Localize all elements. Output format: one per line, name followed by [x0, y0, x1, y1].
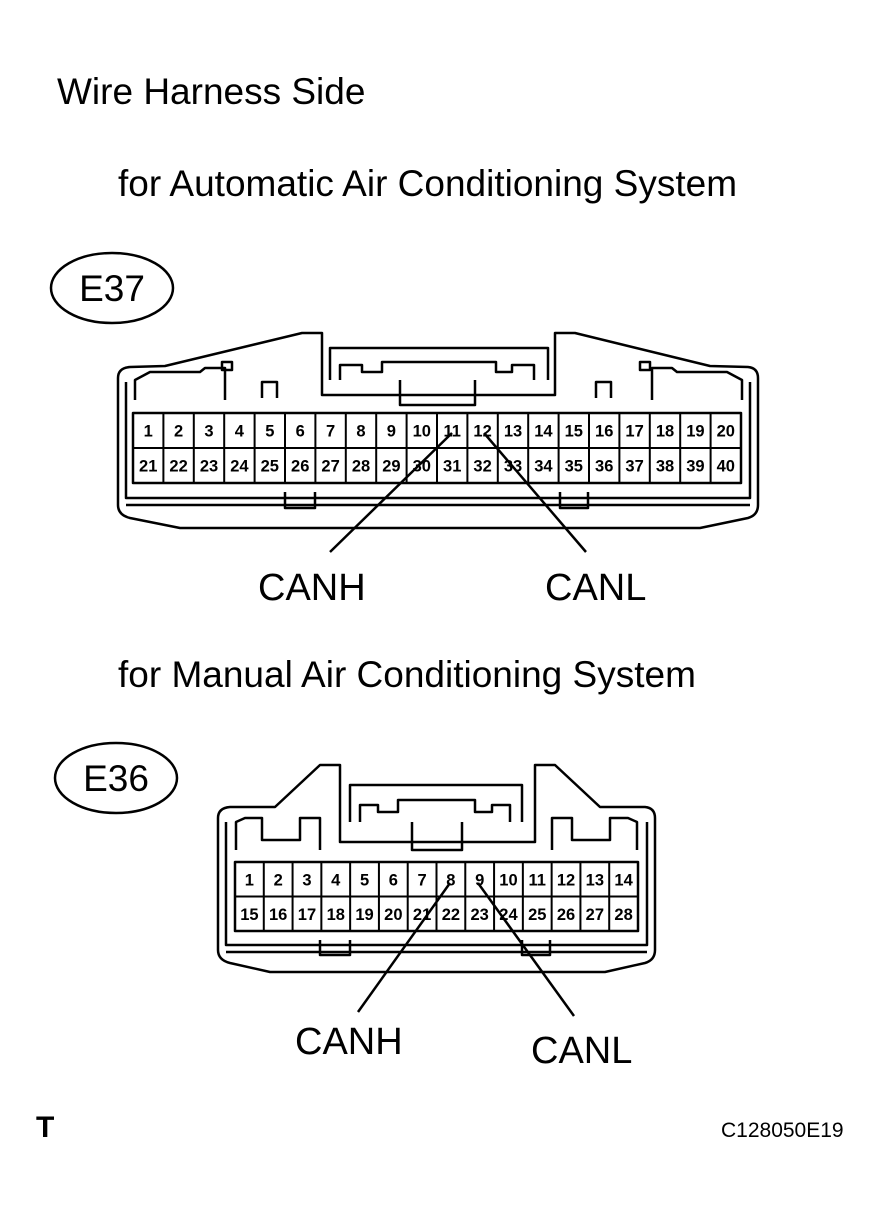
pin-number-e36-4: 4	[331, 871, 341, 889]
pin-number-e37-31: 31	[443, 458, 461, 476]
pin-number-e37-9: 9	[387, 423, 396, 441]
pin-number-e36-9: 9	[475, 871, 484, 889]
pin-number-e37-32: 32	[473, 458, 491, 476]
canh-leader-e36	[356, 882, 452, 1013]
e37-connector-housing	[116, 331, 760, 530]
pin-number-e36-22: 22	[442, 906, 460, 924]
pin-number-e36-6: 6	[389, 871, 398, 889]
pin-number-e37-8: 8	[356, 423, 365, 441]
canh-leader-e37	[329, 432, 453, 553]
pin-number-e37-11: 11	[443, 423, 460, 441]
canh-label-e37: CANH	[258, 567, 366, 609]
pin-number-e37-30: 30	[413, 458, 431, 476]
pin-number-e36-17: 17	[298, 906, 316, 924]
pin-number-e37-40: 40	[717, 458, 735, 476]
e37-badge	[49, 251, 175, 325]
pin-number-e37-17: 17	[625, 423, 643, 441]
pin-number-e37-6: 6	[296, 423, 305, 441]
e36-connector-housing	[216, 763, 657, 974]
canh-label-e36: CANH	[295, 1021, 403, 1063]
pin-number-e37-39: 39	[686, 458, 704, 476]
pin-number-e37-13: 13	[504, 423, 522, 441]
pin-number-e37-10: 10	[413, 423, 431, 441]
pin-number-e36-24: 24	[499, 906, 518, 924]
pin-number-e36-11: 11	[529, 871, 546, 889]
pin-number-e37-14: 14	[534, 423, 553, 441]
pin-number-e36-3: 3	[302, 871, 311, 889]
figure-code: C128050E19	[721, 1119, 844, 1142]
pin-number-e37-1: 1	[144, 423, 153, 441]
pin-number-e37-25: 25	[261, 458, 279, 476]
pin-number-e36-16: 16	[269, 906, 287, 924]
pin-number-e37-28: 28	[352, 458, 370, 476]
pin-number-e37-3: 3	[204, 423, 213, 441]
pin-number-e37-35: 35	[565, 458, 583, 476]
pin-number-e36-7: 7	[418, 871, 427, 889]
pin-number-e36-28: 28	[614, 906, 632, 924]
pin-number-e36-19: 19	[355, 906, 373, 924]
pin-number-e37-5: 5	[265, 423, 274, 441]
pin-number-e36-25: 25	[528, 906, 546, 924]
pin-number-e37-37: 37	[625, 458, 643, 476]
pin-number-e37-33: 33	[504, 458, 522, 476]
pin-number-e37-24: 24	[230, 458, 249, 476]
pin-number-e37-27: 27	[321, 458, 339, 476]
pin-number-e36-21: 21	[413, 906, 431, 924]
e36-badge-label: E36	[83, 758, 149, 799]
footer-mark: T	[36, 1111, 55, 1144]
pin-number-e37-4: 4	[235, 423, 245, 441]
section-heading-automatic: for Automatic Air Conditioning System	[118, 163, 738, 204]
pin-number-e36-20: 20	[384, 906, 402, 924]
pin-number-e37-20: 20	[717, 423, 735, 441]
section-heading-manual: for Manual Air Conditioning System	[118, 654, 696, 695]
canl-label-e36: CANL	[531, 1030, 633, 1072]
pin-number-e36-27: 27	[586, 906, 604, 924]
pin-number-e37-19: 19	[686, 423, 704, 441]
canl-label-e37: CANL	[545, 567, 647, 609]
pin-number-e36-2: 2	[274, 871, 283, 889]
page-title: Wire Harness Side	[57, 71, 366, 112]
pin-number-e36-13: 13	[586, 871, 604, 889]
pin-number-e36-5: 5	[360, 871, 369, 889]
pin-number-e37-7: 7	[326, 423, 335, 441]
pin-number-e36-15: 15	[240, 906, 258, 924]
pin-number-e36-26: 26	[557, 906, 575, 924]
pin-number-e36-1: 1	[245, 871, 254, 889]
canl-leader-e37	[483, 432, 587, 553]
pin-number-e37-23: 23	[200, 458, 218, 476]
pin-number-e36-23: 23	[470, 906, 488, 924]
pin-number-e36-10: 10	[499, 871, 517, 889]
pin-number-e37-29: 29	[382, 458, 400, 476]
pin-number-e36-12: 12	[557, 871, 575, 889]
pin-number-e37-34: 34	[534, 458, 553, 476]
pin-number-e36-18: 18	[327, 906, 345, 924]
pin-number-e37-36: 36	[595, 458, 613, 476]
pin-number-e37-12: 12	[473, 423, 491, 441]
pin-number-e37-16: 16	[595, 423, 613, 441]
pin-number-e36-14: 14	[614, 871, 633, 889]
pin-number-e37-22: 22	[169, 458, 187, 476]
pin-number-e37-26: 26	[291, 458, 309, 476]
canl-leader-e36	[476, 882, 576, 1017]
pin-number-e37-2: 2	[174, 423, 183, 441]
e36-badge	[53, 741, 179, 815]
pin-number-e37-15: 15	[565, 423, 583, 441]
pin-number-e37-21: 21	[139, 458, 157, 476]
pin-number-e36-8: 8	[446, 871, 455, 889]
pin-number-e37-38: 38	[656, 458, 674, 476]
e37-badge-label: E37	[79, 268, 145, 309]
pin-number-e37-18: 18	[656, 423, 674, 441]
